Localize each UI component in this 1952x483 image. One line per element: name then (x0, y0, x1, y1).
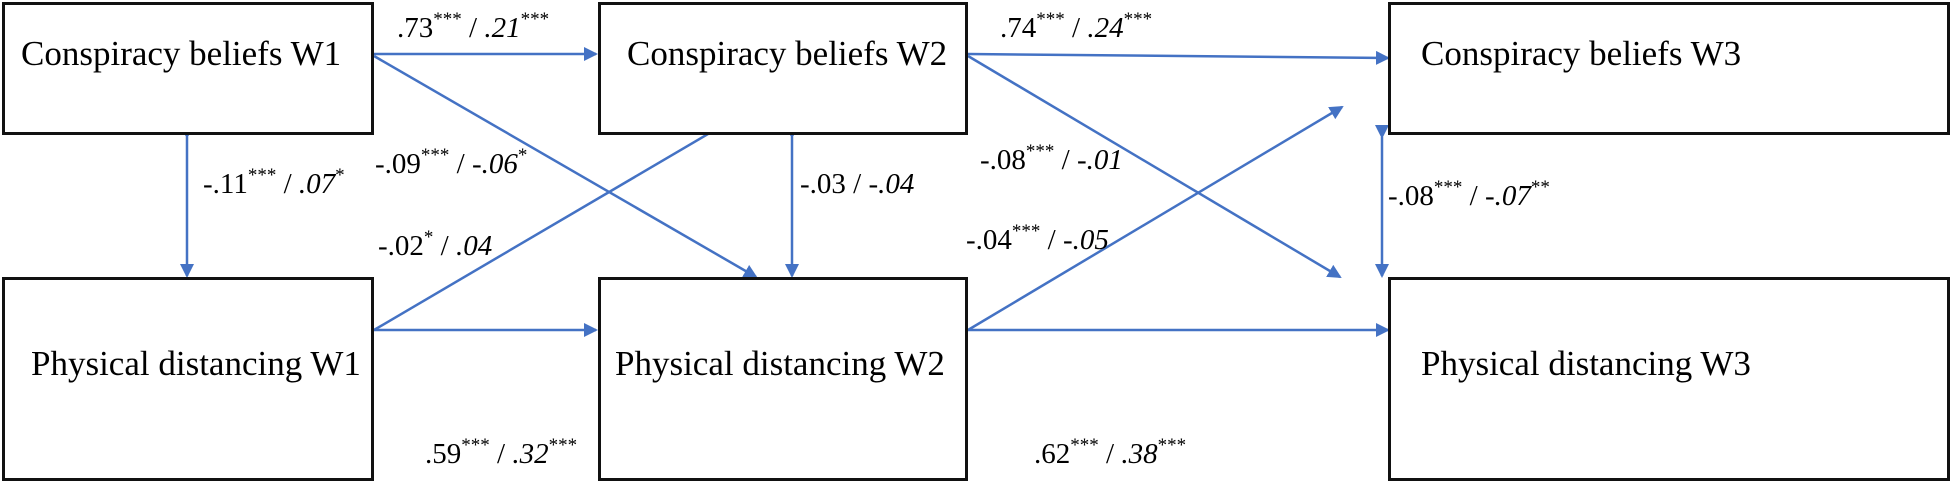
label-pd2-cb3: -.04*** / -.05 (966, 221, 1109, 256)
path-pd1-cb2 (373, 105, 756, 332)
node-label: Conspiracy beliefs W3 (1421, 33, 1742, 73)
node-conspiracy-beliefs-w1: Conspiracy beliefs W1 (2, 2, 374, 135)
label-pd1-pd2: .59*** / .32*** (425, 435, 578, 470)
label-cb1-pd1: -.11*** / .07* (203, 165, 345, 200)
path-pd2-cb3 (967, 105, 1344, 332)
label-cb2-cb3: .74*** / .24*** (1000, 9, 1153, 44)
path-cb2-pd3 (967, 54, 1342, 279)
label-cb3-pd3: -.08*** / -.07** (1388, 177, 1550, 212)
node-physical-distancing-w2: Physical distancing W2 (598, 277, 968, 481)
path-cb1-pd2 (373, 54, 758, 279)
label-pd1-cb2: -.02* / .04 (378, 227, 493, 262)
node-conspiracy-beliefs-w3: Conspiracy beliefs W3 (1388, 2, 1950, 135)
node-label: Physical distancing W1 (31, 344, 361, 383)
node-label: Physical distancing W3 (1421, 344, 1751, 383)
label-cb2-pd3: -.08*** / -.01 (980, 141, 1123, 176)
node-label: Conspiracy beliefs W2 (627, 33, 948, 73)
node-conspiracy-beliefs-w2: Conspiracy beliefs W2 (598, 2, 968, 135)
node-label: Physical distancing W2 (615, 344, 945, 383)
label-cb1-pd2: -.09*** / -.06* (375, 145, 528, 180)
node-physical-distancing-w3: Physical distancing W3 (1388, 277, 1950, 481)
node-physical-distancing-w1: Physical distancing W1 (2, 277, 374, 481)
label-pd2-pd3: .62*** / .38*** (1034, 435, 1187, 470)
path-cb2-cb3 (967, 50, 1390, 65)
label-cb2-pd2: -.03 / -.04 (800, 168, 915, 200)
node-label: Conspiracy beliefs W1 (21, 33, 342, 73)
label-cb1-cb2: .73*** / .21*** (397, 9, 550, 44)
